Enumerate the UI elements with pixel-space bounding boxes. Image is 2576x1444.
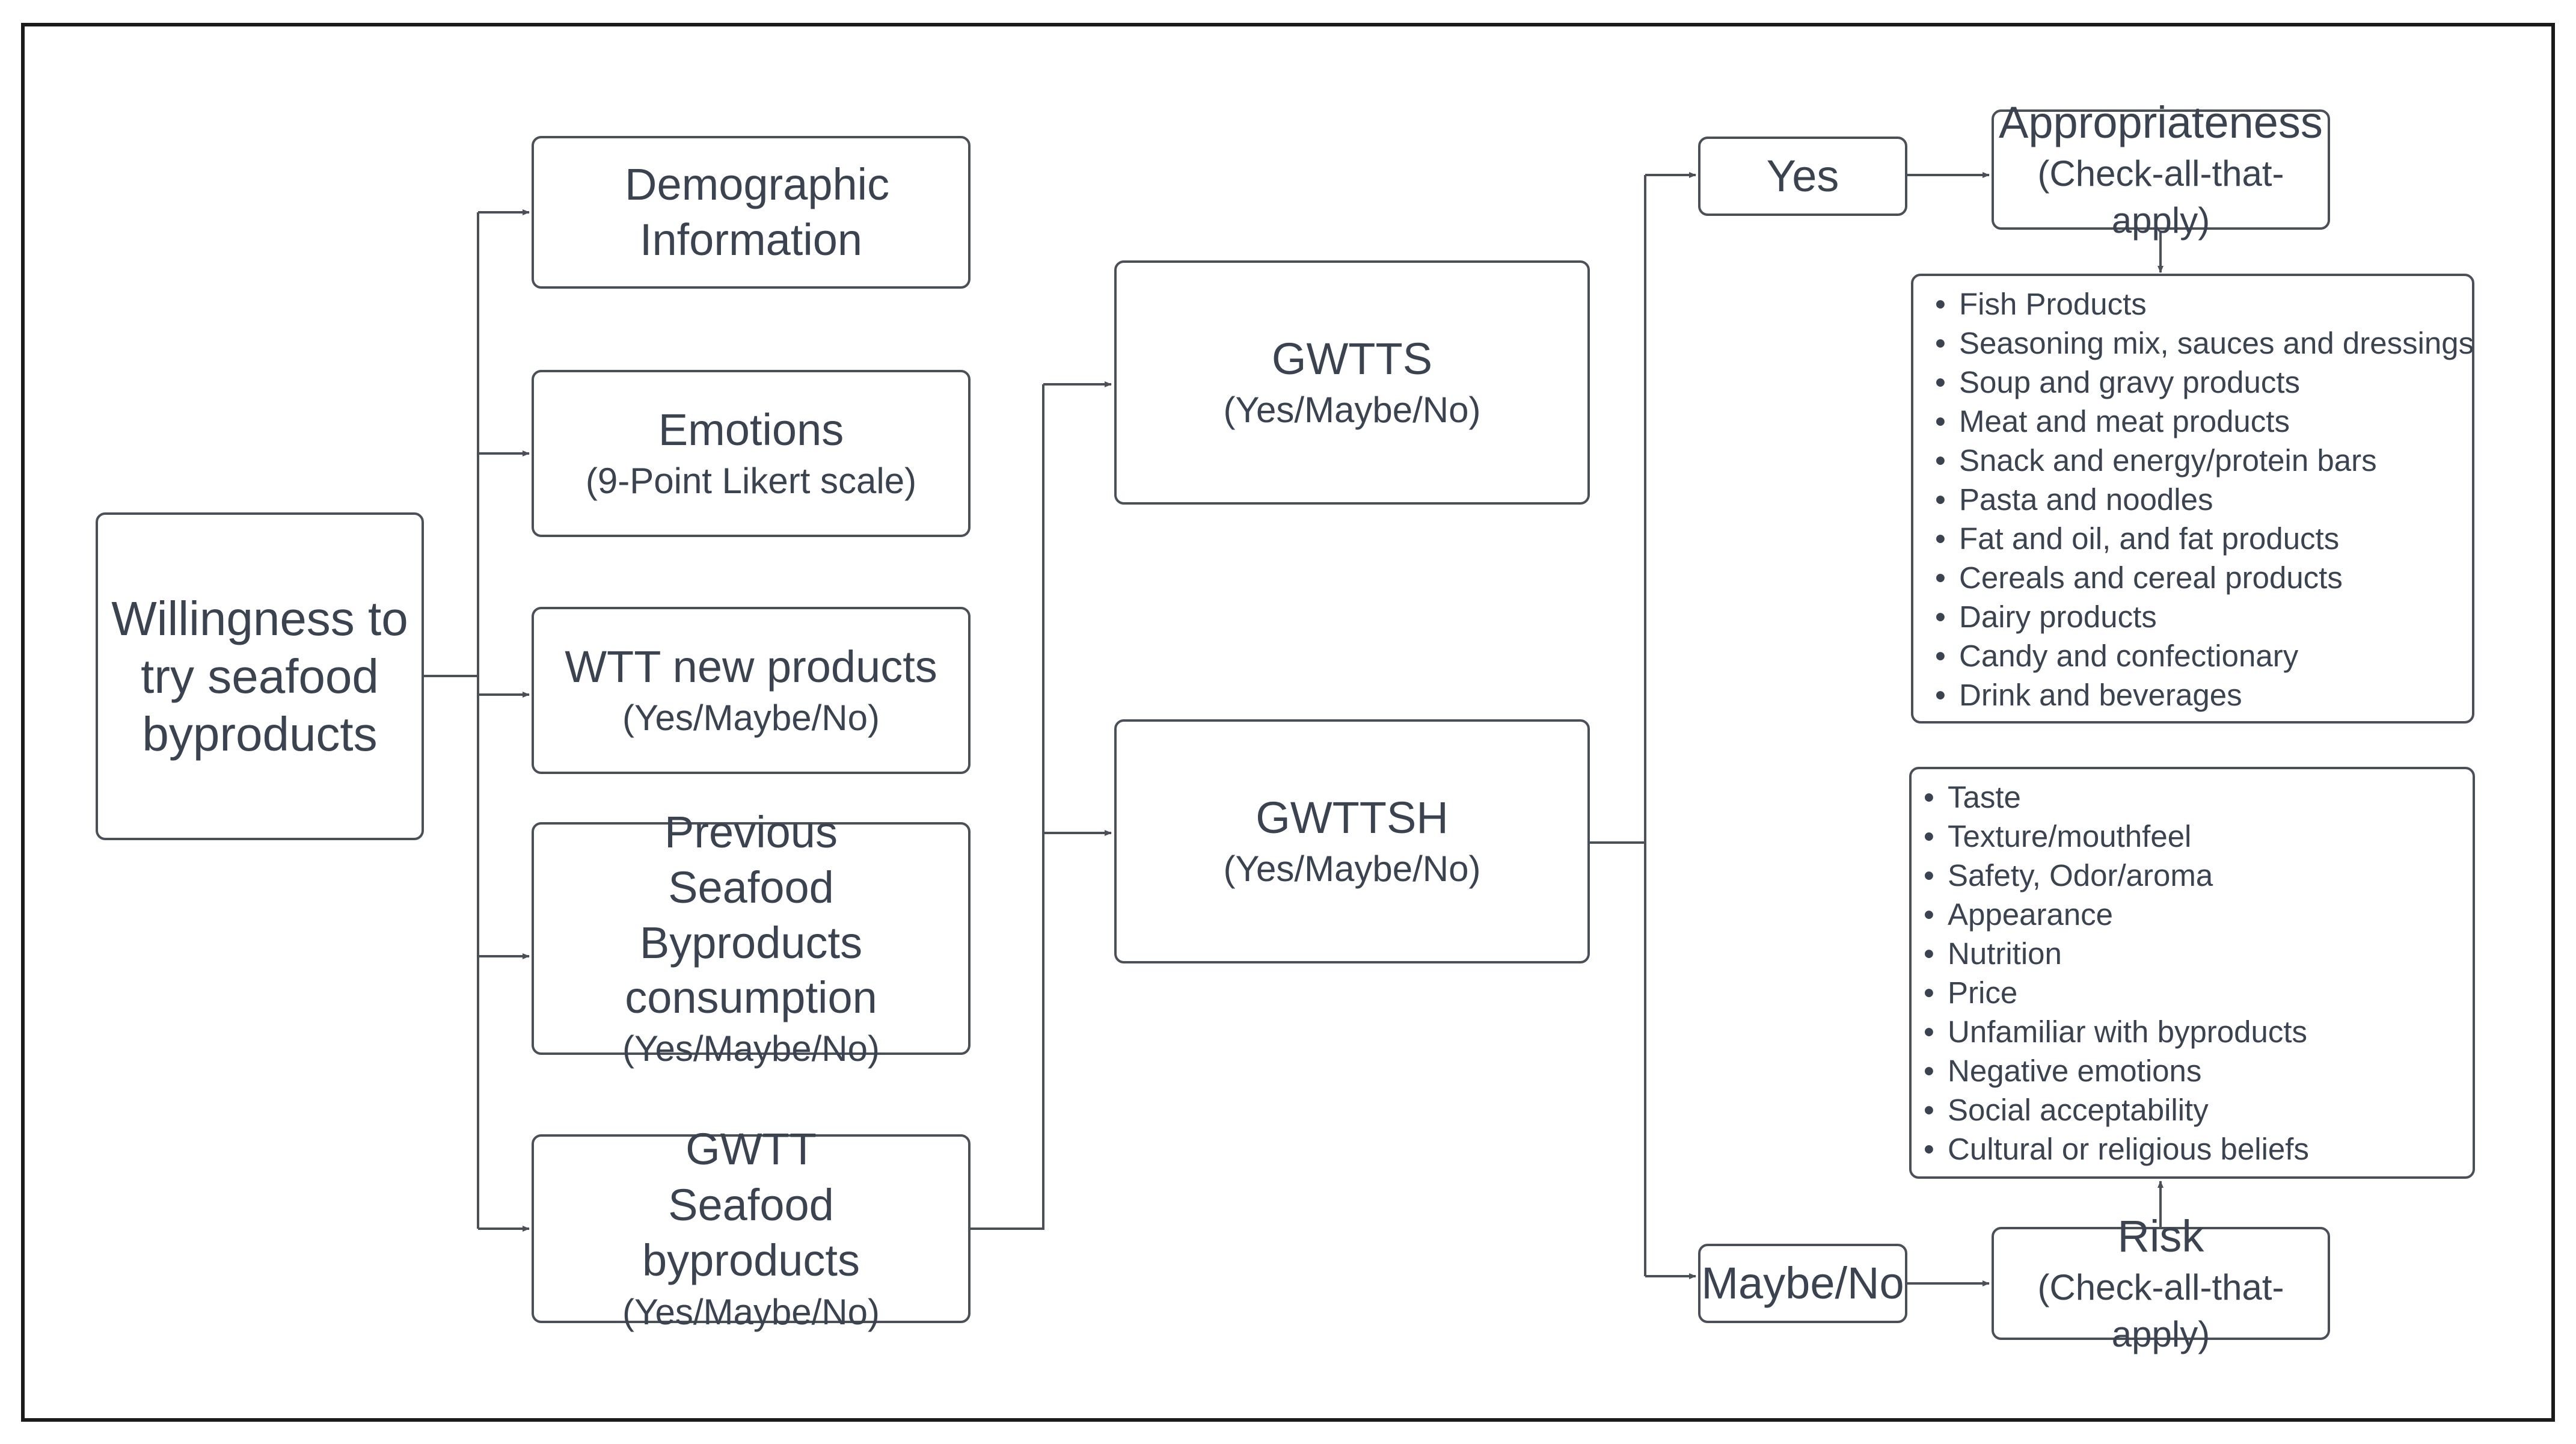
gwttsh-node: GWTTSH (Yes/Maybe/No) — [1114, 719, 1590, 963]
edge-gwtt-trunk — [971, 384, 1044, 1230]
appropriateness-title: Appropriateness — [1999, 97, 2323, 147]
previous-consumption-title: Previous Seafood Byproducts consumption — [625, 807, 877, 1023]
product-category-list: Fish Products Seasoning mix, sauces and … — [1911, 274, 2474, 724]
gwtt-seafood-node: GWTT Seafood byproducts (Yes/Maybe/No) — [532, 1124, 971, 1332]
wtt-new-node: WTT new products (Yes/Maybe/No) — [532, 607, 971, 774]
list-item: Candy and confectionary — [1935, 636, 2460, 675]
maybe-no-node: Maybe/No — [1698, 1244, 1907, 1323]
appropriateness-subtitle: (Check-all-that-apply) — [2037, 153, 2284, 241]
list-item: Cultural or religious beliefs — [1924, 1129, 2461, 1169]
wtt-new-title: WTT new products — [565, 641, 937, 692]
yes-label: Yes — [1766, 150, 1839, 201]
root-node: Willingness to try seafood byproducts — [96, 512, 424, 840]
list-item: Meat and meat products — [1935, 402, 2460, 441]
demographic-title: Demographic Information — [625, 159, 890, 265]
list-item: Fish Products — [1935, 284, 2460, 324]
emotions-title: Emotions — [658, 404, 844, 455]
emotions-subtitle: (9-Point Likert scale) — [585, 461, 917, 502]
list-item: Unfamiliar with byproducts — [1924, 1012, 2461, 1051]
list-item: Social acceptability — [1924, 1090, 2461, 1129]
list-item: Negative emotions — [1924, 1051, 2461, 1090]
risk-subtitle: (Check-all-that-apply) — [2037, 1267, 2284, 1355]
list-item: Cereals and cereal products — [1935, 558, 2460, 597]
gwtt-seafood-subtitle: (Yes/Maybe/No) — [622, 1291, 880, 1332]
list-item: Pasta and noodles — [1935, 480, 2460, 519]
list-item: Taste — [1924, 778, 2461, 817]
list-item: Fat and oil, and fat products — [1935, 519, 2460, 558]
list-item: Texture/mouthfeel — [1924, 817, 2461, 856]
risk-factor-list: Taste Texture/mouthfeel Safety, Odor/aro… — [1909, 767, 2475, 1179]
emotions-node: Emotions (9-Point Likert scale) — [532, 370, 971, 537]
list-item: Soup and gravy products — [1935, 363, 2460, 402]
gwtt-seafood-title: GWTT Seafood byproducts — [642, 1124, 860, 1286]
gwtts-node: GWTTS (Yes/Maybe/No) — [1114, 260, 1590, 505]
risk-node: Risk (Check-all-that-apply) — [1992, 1211, 2330, 1354]
list-item: Drink and beverages — [1935, 675, 2460, 714]
list-item: Dairy products — [1935, 597, 2460, 636]
demographic-node: Demographic Information — [532, 136, 971, 289]
list-item: Snack and energy/protein bars — [1935, 441, 2460, 480]
list-item: Safety, Odor/aroma — [1924, 856, 2461, 895]
yes-node: Yes — [1698, 137, 1907, 216]
gwtts-subtitle: (Yes/Maybe/No) — [1223, 390, 1481, 431]
maybe-no-label: Maybe/No — [1701, 1258, 1904, 1308]
gwttsh-title: GWTTSH — [1256, 792, 1449, 843]
list-item: Price — [1924, 973, 2461, 1012]
diagram-frame — [21, 23, 2555, 1422]
root-label: Willingness to try seafood byproducts — [111, 591, 408, 761]
previous-consumption-node: Previous Seafood Byproducts consumption … — [532, 807, 971, 1069]
list-item: Appearance — [1924, 895, 2461, 934]
wtt-new-subtitle: (Yes/Maybe/No) — [622, 698, 880, 739]
gwtts-title: GWTTS — [1271, 333, 1433, 384]
list-item: Nutrition — [1924, 934, 2461, 973]
risk-title: Risk — [2117, 1211, 2204, 1261]
gwttsh-subtitle: (Yes/Maybe/No) — [1223, 849, 1481, 889]
list-item: Seasoning mix, sauces and dressings — [1935, 324, 2474, 363]
previous-consumption-subtitle: (Yes/Maybe/No) — [622, 1028, 880, 1069]
appropriateness-node: Appropriateness (Check-all-that-apply) — [1992, 97, 2330, 241]
